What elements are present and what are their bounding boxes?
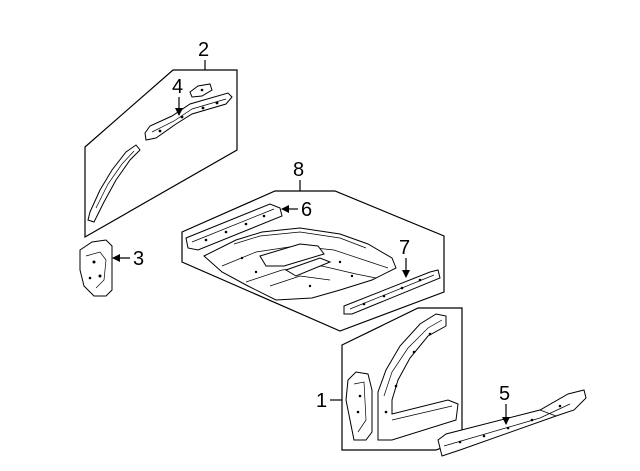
callout-4-label: 4	[172, 76, 183, 98]
callout-8-label: 8	[293, 159, 304, 181]
rocker-panel-shape	[437, 389, 587, 457]
bracket-3-shape	[79, 239, 113, 297]
part-5-rocker-panel	[437, 389, 587, 457]
part-3-bracket	[79, 239, 130, 297]
group-8-floor-pan	[181, 180, 445, 332]
callout-3-label: 3	[133, 248, 144, 270]
callout-1-label: 1	[316, 390, 327, 412]
upper-rail-part	[144, 92, 233, 141]
outer-pillar-part	[377, 313, 459, 441]
callout-2-label: 2	[198, 39, 209, 61]
a-pillar-strip-part	[87, 144, 141, 223]
callout-5-label: 5	[499, 383, 510, 405]
group-2-outline	[84, 69, 238, 239]
group-2-pillar-assembly	[84, 60, 238, 239]
callout-7-label: 7	[399, 237, 410, 259]
group-8-outline	[181, 190, 445, 332]
inner-reinforcement-part	[345, 371, 373, 441]
floor-pan-body	[203, 227, 397, 301]
callout-6-label: 6	[301, 199, 312, 221]
group-1-pillar-panel	[330, 307, 463, 451]
